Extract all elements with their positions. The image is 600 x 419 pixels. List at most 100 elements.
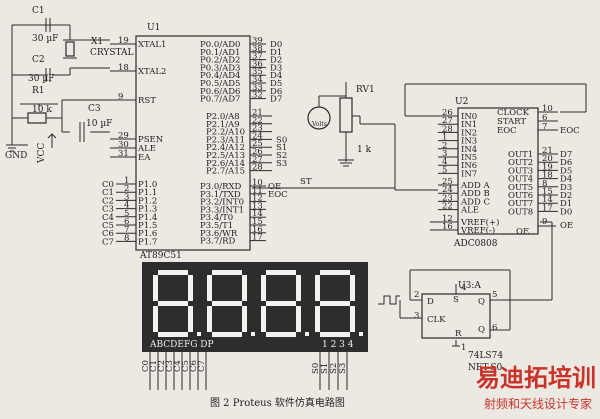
u1-p1-num: 2 <box>124 184 129 194</box>
segment-dp <box>251 332 255 336</box>
u2-out-net: D1 <box>560 199 572 209</box>
u1-p1-name: P1.2 <box>138 196 157 206</box>
u1-p0-net: D0 <box>270 40 282 50</box>
rv1-potentiometer: RV1 1 k Volts <box>307 82 395 167</box>
u1-pin-num: 18 <box>118 63 129 73</box>
u1-p2-num: 23 <box>252 124 263 134</box>
u1-p1-num: 1 <box>124 176 129 186</box>
watermark-tagline: 射频和天线设计专家 <box>484 396 592 411</box>
u2-out-net: D0 <box>560 207 572 217</box>
u1-p0-num: 35 <box>252 67 263 77</box>
segment-a <box>158 270 188 275</box>
u2-in-num: 2 <box>442 141 447 151</box>
st-net-label: ST <box>300 177 312 187</box>
u1-p2-net: S2 <box>276 151 287 161</box>
u2-in-name: IN1 <box>461 120 477 130</box>
u2-out-name: OUT6 <box>508 191 533 201</box>
u2-in-name: IN0 <box>461 112 477 122</box>
segment-d <box>158 332 188 337</box>
u1-body <box>135 35 251 251</box>
u3-part: 74LS74 <box>468 351 503 361</box>
u2-out-num: 19 <box>542 162 553 172</box>
rv1-label: RV1 <box>356 85 375 95</box>
u2-part: ADC0808 <box>453 239 498 249</box>
u2-ctrl-name: EOC <box>497 126 517 136</box>
u2-in-name: IN4 <box>461 145 477 155</box>
u2-in-num: 3 <box>442 149 447 159</box>
u1-p1-name: P1.1 <box>138 188 157 198</box>
u2-out-net: D2 <box>560 191 572 201</box>
u1-p0-net: D2 <box>270 56 282 66</box>
digit-net: S3 <box>338 363 348 374</box>
u1-p1-name: P1.0 <box>138 180 157 190</box>
segment-g <box>212 301 242 306</box>
segment-b <box>242 275 247 301</box>
u3-pin-s: 4 <box>461 283 466 293</box>
u2-out-name: OUT3 <box>508 166 533 176</box>
voltmeter-label: Volts <box>311 121 327 128</box>
u1-p3-num: 14 <box>252 209 263 219</box>
c2-value: 30 µF <box>28 74 54 84</box>
u2-in-name: IN7 <box>461 169 477 179</box>
u3-s: S <box>453 295 459 305</box>
u2-out-name: OUT1 <box>508 150 533 160</box>
digits-label: 1 2 3 4 <box>322 340 354 350</box>
u3-pin-qn: 6 <box>492 323 497 333</box>
u2-out-net: D3 <box>560 183 572 193</box>
u1-p1-num: 4 <box>124 201 129 211</box>
u2-vref-name: VREF(-) <box>460 225 495 236</box>
u1-p0-net: D4 <box>270 71 282 81</box>
u1-ref: U1 <box>147 23 160 33</box>
segment-net: C2 <box>157 360 167 372</box>
u1-pin-name: RST <box>138 96 156 106</box>
u1-p3-num: 16 <box>252 225 263 235</box>
segment-d <box>320 332 350 337</box>
segment-f <box>207 275 212 301</box>
u1-pin-name: XTAL2 <box>138 67 166 77</box>
u1-p0-name: P0.2/AD2 <box>200 56 240 66</box>
u2-addr-name: ADD C <box>460 197 490 207</box>
segment-net: C1 <box>149 360 159 372</box>
u1-p2-num: 21 <box>252 108 263 118</box>
u1-p2-net: S3 <box>276 159 287 169</box>
u1-p3-num: 12 <box>252 194 263 204</box>
segment-a <box>320 270 350 275</box>
u2-ctrl-num: 6 <box>542 113 547 123</box>
u2-out-net: D6 <box>560 158 572 168</box>
r1-label: R1 <box>32 86 45 96</box>
u2-ctrl-name: CLOCK <box>497 108 530 118</box>
u2-out-net: D5 <box>560 166 572 176</box>
u1-p1-num: 6 <box>124 217 129 227</box>
u1-pin-num: 19 <box>118 36 129 46</box>
segment-net: C3 <box>165 360 175 372</box>
u1-p0-name: P0.1/AD1 <box>200 48 240 58</box>
u1-p1-net: C2 <box>102 196 114 206</box>
u2-in-num: 4 <box>442 157 447 167</box>
u3-qn: Q <box>478 325 485 335</box>
u1-p3-num: 17 <box>252 233 263 243</box>
u1-p2-num: 22 <box>252 116 263 126</box>
u1-p0-num: 34 <box>252 75 263 85</box>
u1-p3-name: P3.2/INT0 <box>200 198 244 208</box>
digit-net: S1 <box>320 363 330 374</box>
u2-in-num: 26 <box>442 108 453 118</box>
u1-p0-num: 38 <box>252 44 263 54</box>
u2-addr-num: 25 <box>442 177 453 187</box>
u1-p2-name: P2.7/A15 <box>206 167 245 177</box>
u1-p2-net: S0 <box>276 135 287 145</box>
u2-out-name: OUT7 <box>508 199 533 209</box>
u2-out-name: OUT5 <box>508 183 533 193</box>
u2-vref-num: 12 <box>442 214 453 224</box>
u3-ref: U3:A <box>458 281 481 291</box>
u1-p1-name: P1.7 <box>138 237 157 247</box>
u3-d: D <box>427 297 434 307</box>
watermark-logo: 易迪拓培训 射频和天线设计专家 <box>476 364 596 411</box>
u1-pin-name: EA <box>138 153 151 163</box>
u1-p0-net: D6 <box>270 87 282 97</box>
u1-pin-num: 30 <box>118 140 129 150</box>
u1-pin-num: 29 <box>118 131 129 141</box>
u2-in-name: IN5 <box>461 153 477 163</box>
u1-pin-name: PSEN <box>138 135 164 145</box>
c3-label: C3 <box>88 104 101 114</box>
